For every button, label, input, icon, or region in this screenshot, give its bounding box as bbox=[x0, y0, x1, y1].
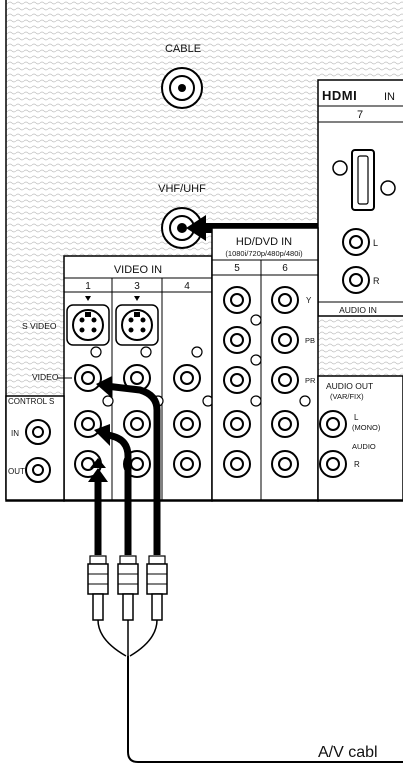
audio-out-l-label: L bbox=[354, 413, 359, 422]
hd-dvd-jacks bbox=[223, 286, 299, 478]
vhf-uhf-jack bbox=[161, 207, 203, 249]
hd-dvd-y-label: Y bbox=[306, 296, 312, 305]
hdmi-number: 7 bbox=[357, 109, 363, 121]
video-in-title: VIDEO IN bbox=[114, 264, 162, 276]
av-cable-wire bbox=[97, 619, 403, 763]
hd-dvd-pb-label: PB bbox=[305, 336, 315, 345]
control-s-out-label: OUT bbox=[8, 467, 25, 476]
audio-out-r-label: R bbox=[354, 460, 360, 469]
video-in-col-1: 1 bbox=[85, 281, 91, 292]
cable-label: CABLE bbox=[165, 43, 201, 55]
s-video-label: S VIDEO bbox=[22, 321, 57, 331]
hdmi-port bbox=[332, 149, 396, 211]
hd-dvd-title: HD/DVD IN bbox=[236, 236, 292, 248]
audio-out-mono-label: (MONO) bbox=[352, 423, 381, 432]
cable-jack bbox=[161, 67, 203, 109]
audio-in-r-label: R bbox=[373, 276, 380, 286]
hd-dvd-formats: (1080i/720p/480p/480i) bbox=[225, 249, 303, 258]
audio-out-title: AUDIO OUT bbox=[326, 381, 373, 391]
audio-in-l-jack bbox=[342, 228, 370, 256]
marker-icon-3 bbox=[134, 296, 140, 301]
audio-out-audio-label: AUDIO bbox=[352, 442, 376, 451]
control-s-title: CONTROL S bbox=[8, 397, 54, 406]
audio-out-box bbox=[317, 375, 403, 502]
av-cable-arrows bbox=[88, 376, 161, 555]
vhf-uhf-label: VHF/UHF bbox=[158, 183, 206, 195]
audio-in-l-label: L bbox=[373, 238, 378, 248]
av-cable-caption: A/V cabl bbox=[318, 744, 378, 761]
rca-plugs bbox=[87, 555, 168, 621]
video-label: VIDEO bbox=[32, 372, 59, 382]
hd-dvd-col-5: 5 bbox=[234, 263, 240, 274]
audio-out-mode: (VAR/FIX) bbox=[330, 392, 364, 401]
s-video-jack-1 bbox=[66, 304, 110, 346]
hdmi-logo: HDMI bbox=[322, 88, 357, 103]
audio-out-jacks bbox=[319, 410, 347, 478]
s-video-jack-3 bbox=[115, 304, 159, 346]
marker-icon-1 bbox=[85, 296, 91, 301]
control-s-in-label: IN bbox=[11, 429, 19, 438]
video-in-col-3: 3 bbox=[134, 281, 140, 292]
control-s-box bbox=[5, 395, 65, 502]
video-in-col-4: 4 bbox=[184, 281, 190, 292]
hd-dvd-col-6: 6 bbox=[282, 263, 288, 274]
video-in-jacks bbox=[74, 364, 201, 478]
hdmi-in-label: IN bbox=[384, 91, 395, 103]
hd-dvd-pr-label: PR bbox=[305, 376, 316, 385]
audio-in-label: AUDIO IN bbox=[339, 305, 377, 315]
control-s-jacks bbox=[25, 419, 51, 483]
audio-in-r-jack bbox=[342, 266, 370, 294]
